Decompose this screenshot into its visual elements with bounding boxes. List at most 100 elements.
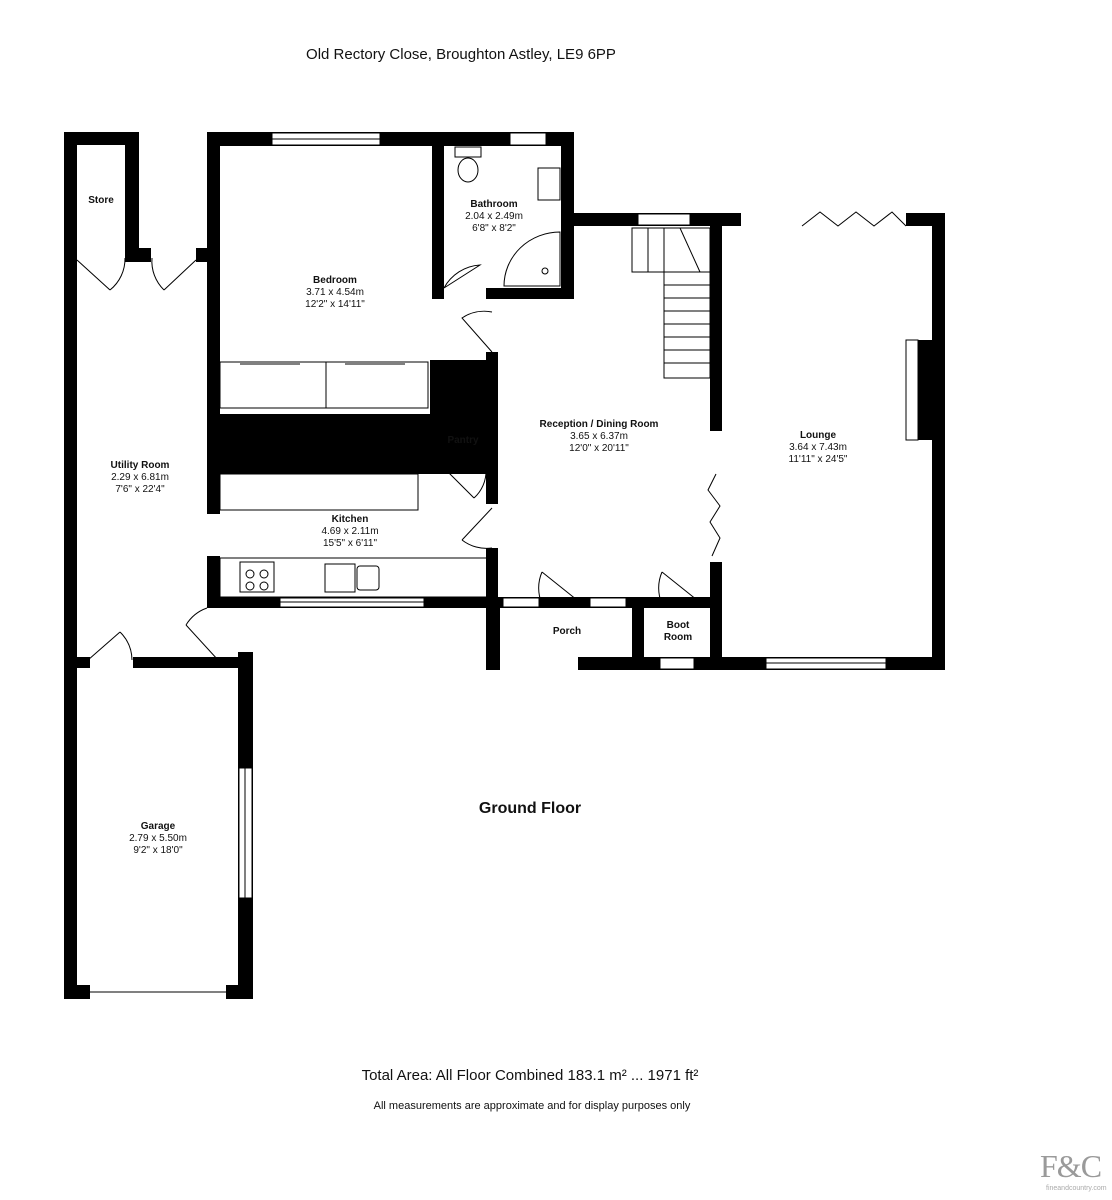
- toilet-bowl: [457, 157, 479, 183]
- fixtures: [219, 146, 919, 598]
- room-porch-name: Porch: [552, 626, 582, 637]
- room-bedroom-name: Bedroom: [313, 275, 357, 286]
- window-landing: [637, 213, 691, 226]
- room-lounge-metric: 3.64 x 7.43m: [789, 442, 847, 453]
- room-lounge-name: Lounge: [799, 430, 837, 441]
- wardrobe-2: [325, 361, 429, 409]
- shower-drain: [541, 267, 549, 275]
- property-address: Old Rectory Close, Broughton Astley, LE9…: [306, 46, 616, 63]
- window-porch-2: [589, 597, 627, 608]
- wall-west-outer: [64, 132, 77, 999]
- wall-porch-west: [486, 597, 500, 670]
- wall-garage-bottom-left: [64, 985, 90, 999]
- room-utility-metric: 2.29 x 6.81m: [111, 472, 169, 483]
- wall-utility-south-stub: [64, 657, 90, 668]
- wall-store-east: [125, 132, 139, 262]
- wall-store-top: [64, 132, 139, 145]
- room-kitchen-name: Kitchen: [331, 514, 369, 525]
- room-bathroom-metric: 2.04 x 2.49m: [465, 211, 523, 222]
- room-boot-room-name2: Room: [663, 632, 693, 643]
- room-garage: Garage 2.79 x 5.50m 9'2" x 18'0": [129, 821, 187, 857]
- bifold-reception-lounge: [707, 473, 721, 557]
- walls: [64, 132, 945, 999]
- door-boot-room: [658, 571, 703, 605]
- room-kitchen: Kitchen 4.69 x 2.11m 15'5" x 6'11": [321, 514, 378, 550]
- fireplace-hearth: [905, 339, 919, 441]
- wall-utility-east-stub: [196, 248, 208, 262]
- wall-lounge-west-lower: [710, 562, 722, 670]
- kitchen-worktop-upper: [219, 473, 419, 511]
- room-garage-imperial: 9'2" x 18'0": [133, 845, 183, 856]
- door-store: [76, 257, 126, 291]
- room-store: Store: [88, 195, 114, 207]
- disclaimer: All measurements are approximate and for…: [373, 1100, 691, 1112]
- room-boot-room: Boot Room: [664, 620, 692, 644]
- pantry-block: [430, 360, 498, 414]
- hob: [239, 561, 275, 593]
- doors: [76, 211, 907, 993]
- wall-stair-east: [710, 226, 722, 431]
- door-porch: [538, 571, 583, 605]
- chimney-breast: [918, 340, 932, 440]
- sink-drainer: [324, 563, 356, 593]
- room-bathroom-name: Bathroom: [470, 199, 518, 210]
- room-utility: Utility Room 2.29 x 6.81m 7'6" x 22'4": [111, 460, 170, 496]
- room-lounge: Lounge 3.64 x 7.43m 11'11" x 24'5": [789, 430, 848, 466]
- window-bathroom: [509, 132, 547, 146]
- room-garage-metric: 2.79 x 5.50m: [129, 833, 187, 844]
- wall-bath-bottom: [486, 288, 574, 299]
- bifold-lounge-garden: [801, 211, 907, 227]
- room-pantry-name: Pantry: [447, 435, 479, 446]
- room-utility-imperial: 7'6" x 22'4": [115, 484, 165, 495]
- wall-boot-west: [632, 597, 644, 670]
- wall-garage-top: [133, 657, 253, 668]
- basin: [537, 167, 561, 201]
- wall-bedroom-west: [207, 132, 220, 514]
- total-area: Total Area: All Floor Combined 183.1 m² …: [361, 1067, 699, 1084]
- wall-porch-bottom: [578, 657, 722, 670]
- floor-label: Ground Floor: [478, 800, 582, 817]
- hob-ring-4: [259, 581, 269, 591]
- room-porch: Porch: [553, 626, 581, 638]
- kitchen-worktop-lower: [219, 557, 491, 598]
- door-bathroom: [443, 264, 482, 289]
- door-utility-garage-2: [185, 607, 219, 661]
- room-bedroom-metric: 3.71 x 4.54m: [306, 287, 364, 298]
- brand-logo: F&C fineandcountry.com: [1040, 1148, 1112, 1198]
- room-bedroom-imperial: 12'2" x 14'11": [305, 299, 365, 310]
- wall-utility-store-stub: [139, 248, 151, 262]
- stairs-lower: [663, 271, 711, 379]
- stair-treads: [647, 227, 710, 364]
- room-kitchen-metric: 4.69 x 2.11m: [321, 526, 379, 537]
- door-utility-bedroom: [151, 257, 197, 291]
- window-porch-1: [502, 597, 540, 608]
- wardrobe-1: [219, 361, 327, 409]
- room-pantry: Pantry: [447, 435, 478, 447]
- brand-logo-mark: F&C: [1040, 1148, 1102, 1184]
- room-store-name: Store: [88, 195, 114, 206]
- window-boot-room: [659, 657, 695, 670]
- wall-lounge-east: [932, 213, 945, 670]
- room-reception-imperial: 12'0" x 20'11": [569, 443, 629, 454]
- kitchen-worktop-block: [220, 414, 498, 474]
- wall-kitchen-east-lower: [486, 548, 498, 608]
- room-reception: Reception / Dining Room 3.65 x 6.37m 12'…: [540, 419, 659, 455]
- hob-ring-3: [245, 581, 255, 591]
- brand-logo-site: fineandcountry.com: [1046, 1185, 1107, 1192]
- room-utility-name: Utility Room: [110, 460, 170, 471]
- hob-ring-2: [259, 569, 269, 579]
- door-bedroom-reception: [461, 310, 493, 353]
- room-bathroom: Bathroom 2.04 x 2.49m 6'8" x 8'2": [465, 199, 523, 235]
- toilet-cistern: [454, 146, 482, 158]
- room-reception-metric: 3.65 x 6.37m: [570, 431, 628, 442]
- windows: [238, 132, 887, 899]
- room-bathroom-imperial: 6'8" x 8'2": [472, 223, 516, 234]
- wall-kitchen-west: [207, 556, 220, 608]
- stairs-upper: [631, 227, 711, 273]
- sink-bowl: [356, 565, 380, 591]
- room-bedroom: Bedroom 3.71 x 4.54m 12'2" x 14'11": [305, 275, 365, 311]
- wall-bed-bath: [432, 132, 444, 299]
- door-pantry: [439, 463, 487, 499]
- wall-garage-bottom-right: [226, 985, 253, 999]
- room-lounge-imperial: 11'11" x 24'5": [788, 454, 848, 465]
